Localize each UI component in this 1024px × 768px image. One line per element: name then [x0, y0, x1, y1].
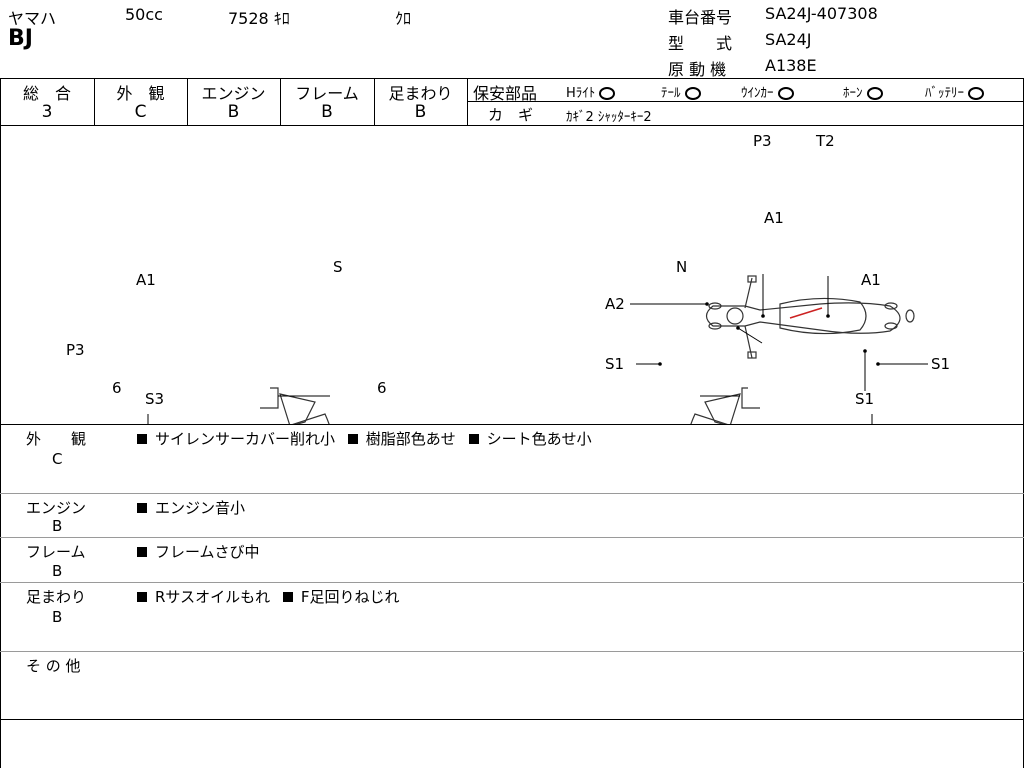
ok-mark-icon [684, 87, 701, 100]
note-category: フレーム [26, 543, 86, 561]
diagram-label: S3 [145, 390, 164, 408]
note-grade: B [52, 517, 63, 535]
note-items: Rサスオイルもれ F足回りねじれ [137, 586, 400, 607]
diagram-label: A1 [136, 271, 156, 289]
note-items: フレームさび中 [137, 541, 260, 562]
bullet-icon [282, 591, 293, 602]
diagram-label: T2 [815, 132, 835, 150]
divider [0, 125, 1024, 126]
right-side-scooter [690, 387, 760, 424]
model-type: SA24J [765, 30, 812, 49]
model-type-label: 型 式 [668, 34, 733, 53]
bullet-icon [137, 546, 147, 557]
left-side-scooter [260, 387, 330, 424]
safety-horn: ﾎｰﾝ [843, 82, 883, 101]
diagram-label: A1 [861, 271, 881, 289]
diagram-label: A1 [764, 209, 784, 227]
ok-mark-icon [866, 87, 883, 100]
maker: ヤマハ [8, 9, 57, 28]
note-category: そ の 他 [26, 657, 81, 675]
note-grade: B [52, 562, 63, 580]
damage-diagram: P3 T2 A1 S A1 P3 6 S3 6 N A1 A2 S1 S1 S1 [66, 132, 950, 424]
note-category: 足まわり [26, 588, 87, 606]
frame-number: SA24J-407308 [765, 4, 878, 23]
mileage: 7528 ｷﾛ [228, 9, 290, 28]
safety-winker: ｳｲﾝｶｰ [741, 82, 794, 101]
diagram-label: S1 [931, 355, 950, 373]
safety-headlight: Hﾗｲﾄ [566, 82, 616, 101]
ok-mark-icon [777, 87, 794, 100]
diagram-label: S1 [605, 355, 624, 373]
key-label: カ ギ [488, 106, 534, 124]
bullet-icon [137, 502, 147, 513]
top-view-scooter [705, 275, 915, 359]
note-items: サイレンサーカバー削れ小 樹脂部色あせ シート色あせ小 [137, 428, 592, 449]
safety-battery: ﾊﾞｯﾃﾘｰ [925, 82, 984, 101]
diagram-label: A2 [605, 295, 625, 313]
bullet-icon [468, 433, 479, 444]
color: ｸﾛ [395, 9, 412, 28]
bullet-icon [137, 591, 147, 602]
engine-label: 原 動 機 [668, 60, 727, 79]
note-category: 外 観 [26, 430, 87, 448]
bullet-icon [137, 433, 147, 444]
safety-label: 保安部品 [473, 84, 538, 103]
safety-tail: ﾃｰﾙ [661, 82, 701, 101]
note-grade: C [52, 450, 63, 468]
diagram-label: S1 [855, 390, 874, 408]
diagram-label: S [333, 258, 343, 276]
diagram-label: 6 [112, 379, 122, 397]
note-grade: B [52, 608, 63, 626]
engine-code: A138E [765, 56, 817, 75]
diagram-label: 6 [377, 379, 387, 397]
damage-scratch-mark [789, 307, 823, 319]
diagram-label: P3 [753, 132, 772, 150]
note-category: エンジン [26, 499, 87, 517]
ok-mark-icon [968, 87, 984, 100]
bullet-icon [347, 433, 358, 444]
diagram-label: N [676, 258, 687, 276]
diagram-label: P3 [66, 341, 85, 359]
key-value: ｶｷﾞ2 ｼｬｯﾀｰｷｰ2 [566, 110, 652, 125]
frame-number-label: 車台番号 [668, 8, 733, 27]
model-name: BJ [8, 26, 33, 51]
ok-mark-icon [599, 87, 616, 100]
displacement: 50cc [125, 5, 163, 24]
divider [0, 78, 1024, 79]
note-items: エンジン音小 [137, 497, 245, 518]
